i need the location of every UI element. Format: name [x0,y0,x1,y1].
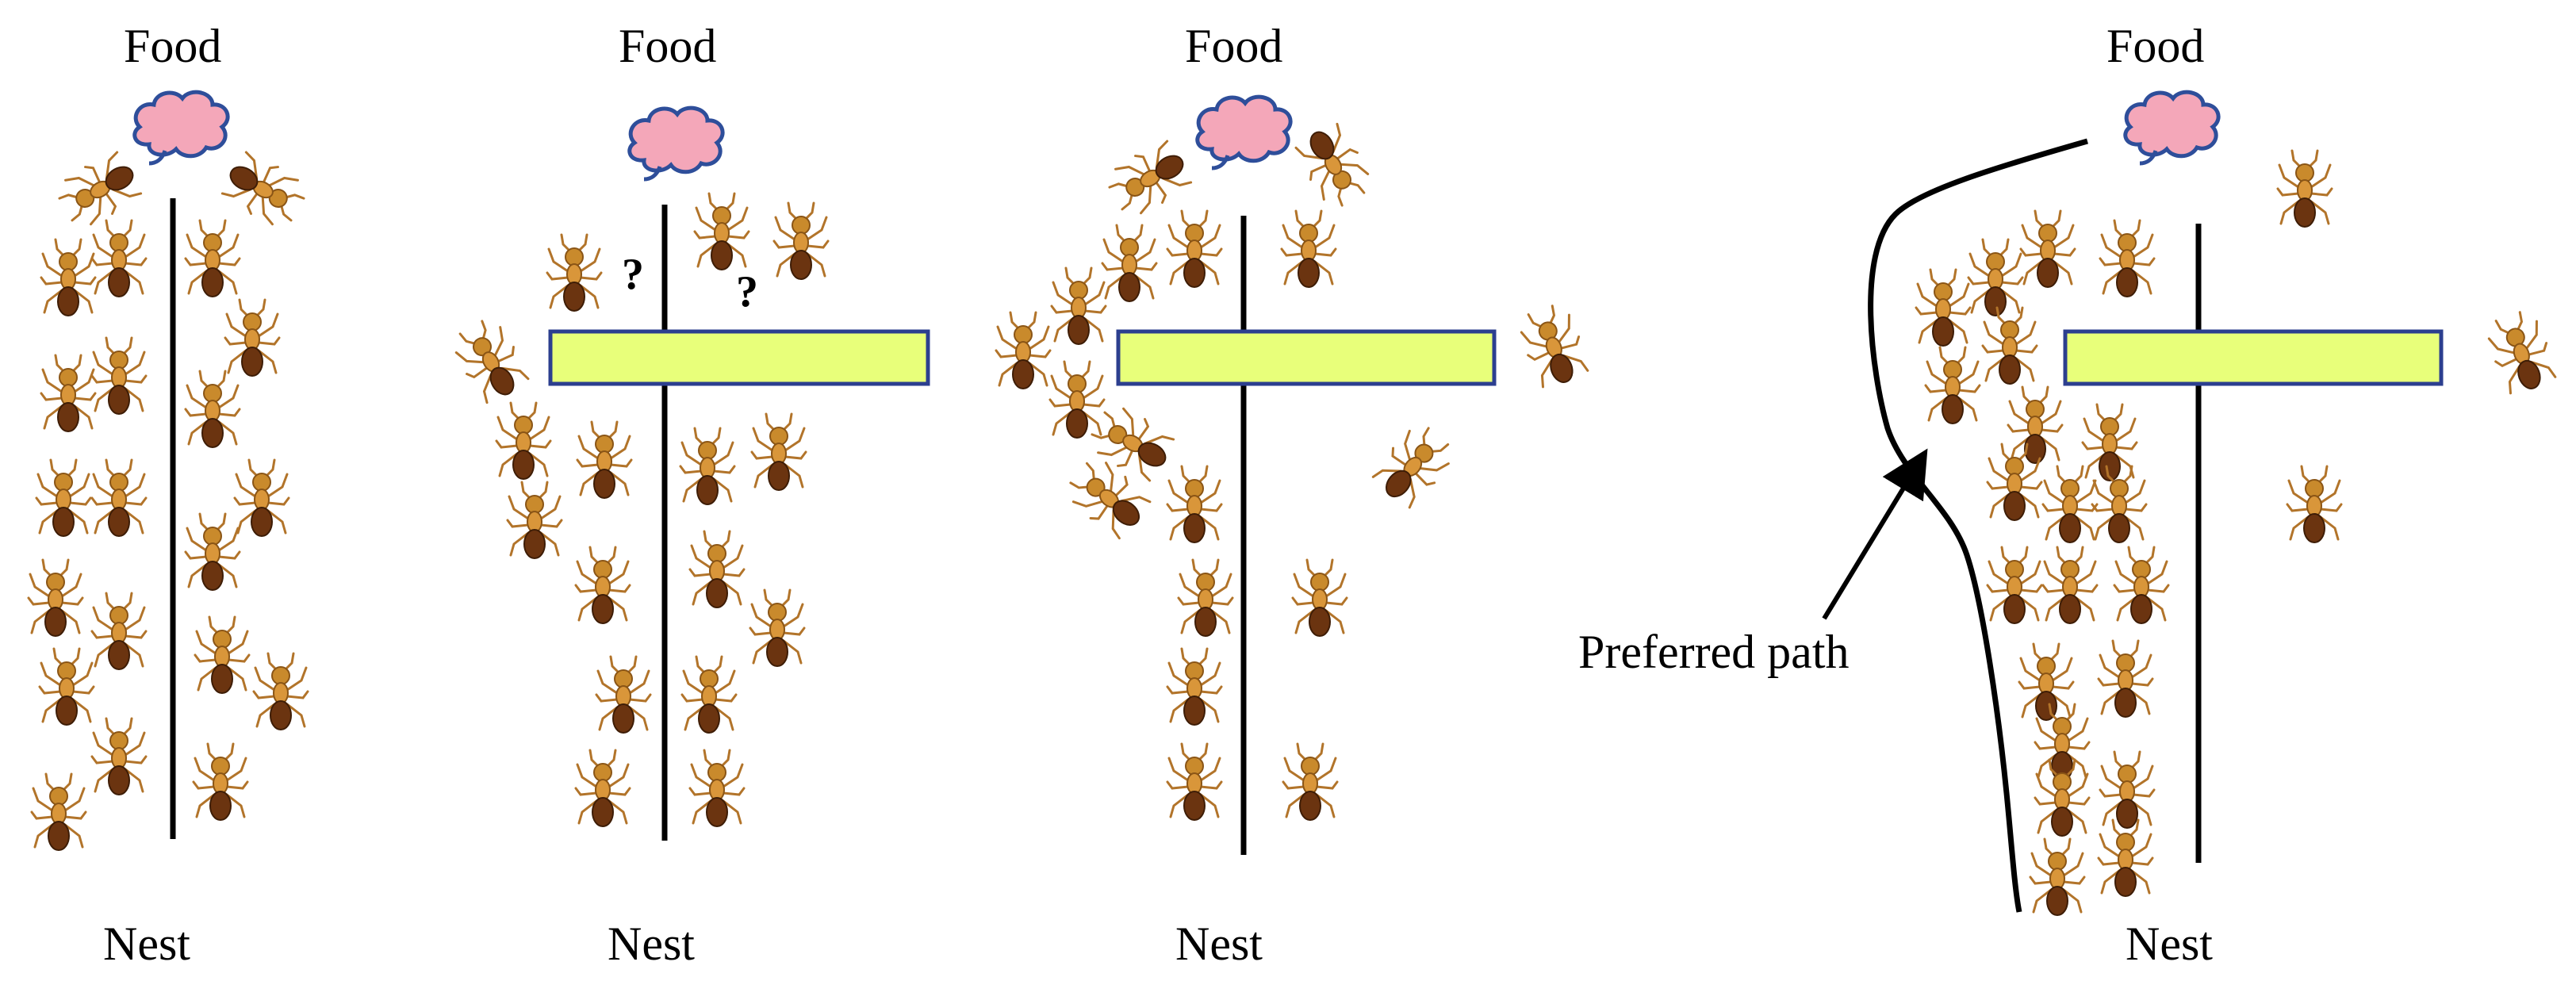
ant-icon [1166,465,1223,544]
panel-3-nest-label: Nest [1175,918,1263,970]
food-icon [135,92,228,163]
panel-3-food-label: Food [1185,20,1283,72]
food-icon [1198,97,1290,168]
ant-icon [1290,118,1378,214]
preferred-path-label: Preferred path [1578,626,1850,678]
ant-icon [1166,742,1223,822]
ant-icon [679,427,736,506]
ant-icon [30,772,87,852]
ant-icon [693,192,750,271]
ant-icon [2019,209,2076,289]
ant-icon [749,588,806,668]
ant-icon [35,458,92,538]
ant-icon [90,336,148,416]
ant-icon [1280,209,1337,289]
ant-icon [2099,750,2156,830]
ant-icon [1101,136,1197,223]
ant-icon [90,219,148,298]
ant-icon [2481,306,2561,399]
ant-icon [750,412,807,492]
ant-icon [90,592,148,671]
ant-icon [1050,266,1107,346]
ant-icon [1513,300,1593,393]
ant-icon [574,546,631,625]
ant-icon [1166,647,1223,726]
ant-icon [184,512,241,592]
ant-icon [192,742,249,822]
panel-1 [27,92,312,852]
arrow-icon [1822,448,1928,620]
ant-icon [772,201,830,281]
ant-icon [506,481,563,560]
ant-icon [1101,224,1158,303]
panel-4 [1822,92,2561,917]
ant-icon [2097,639,2154,719]
ant-icon [595,655,652,734]
ant-icon [184,370,241,449]
obstacle-bar [548,329,930,386]
ant-icon [546,233,603,312]
panel-2 [447,108,930,841]
ant-icon [90,458,148,538]
question-mark-left: ? [622,250,644,299]
ant-icon [574,749,631,828]
ant-icon [252,652,309,731]
ant-icon [1282,742,1339,822]
ant-icon [1083,399,1179,486]
ant-icon [2276,149,2333,228]
ant-icon [194,615,251,695]
panel-4-food-label: Food [2106,20,2205,72]
ant-icon [1924,346,1981,425]
ant-icon [2029,837,2086,917]
question-mark-right: ? [736,267,758,316]
ant-icon [688,749,746,828]
ant-icon [2091,465,2148,544]
panel-1-food-label: Food [124,20,222,72]
ant-icon [2113,546,2170,625]
ant-icon [447,312,534,408]
ant-icon [2007,385,2064,465]
ant-icon [1915,268,1972,347]
food-icon [630,108,723,179]
ant-icon [40,354,97,433]
ant-icon [1967,238,2024,317]
food-icon [2126,92,2218,163]
ant-icon [2081,403,2138,482]
ant-icon [90,717,148,796]
ant-icon [2018,642,2075,722]
ant-icon [2041,465,2099,544]
ant-icon [2097,818,2154,898]
ant-icon [2286,465,2343,544]
ant-icon [38,647,95,726]
ant-icon [217,147,312,234]
ant-icon [2041,546,2099,625]
ant-icon [224,298,281,377]
ant-icon [495,401,552,481]
ant-icon [576,420,633,500]
ant-icon [1981,306,2038,385]
panel-3 [995,97,1593,855]
ant-icon [1177,558,1234,638]
obstacle-bar [1116,329,1497,386]
panel-1-nest-label: Nest [103,918,190,970]
ant-icon [1048,360,1106,439]
ant-icon [1166,209,1223,289]
ant-icon [2099,219,2156,298]
ant-icon [688,530,746,609]
ant-icon [40,238,97,317]
ant-icon [27,558,84,638]
panel-4-nest-label: Nest [2126,918,2213,970]
obstacle-bar [2063,329,2444,386]
panel-2-nest-label: Nest [608,918,695,970]
ant-icon [184,219,241,298]
ant-icon [233,458,290,538]
ant-icon [1986,546,2043,625]
ant-icon [1291,558,1348,638]
ant-icon [680,655,738,734]
ant-icon [1367,417,1460,514]
panel-2-food-label: Food [619,20,717,72]
ant-icon [995,311,1052,390]
